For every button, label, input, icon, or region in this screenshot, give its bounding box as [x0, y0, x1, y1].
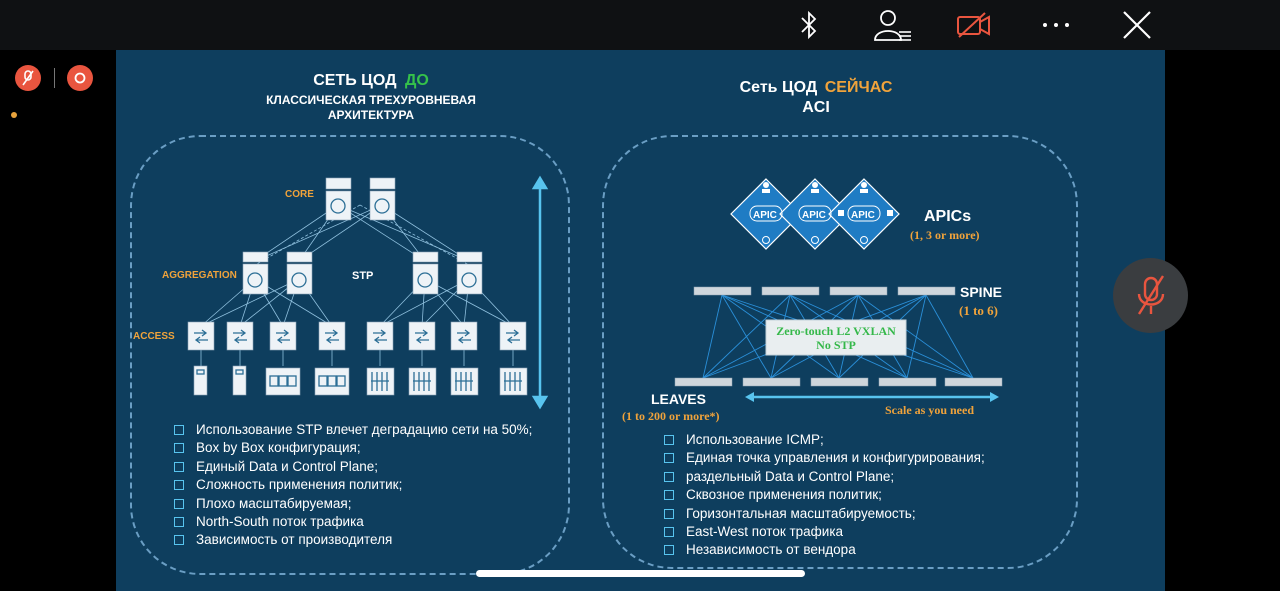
list-item: Сложность применения политик;	[174, 476, 532, 494]
mic-off-button[interactable]	[1113, 258, 1188, 333]
list-item: Единая точка управления и конфигурирован…	[664, 449, 985, 467]
left-subtitle-2: АРХИТЕКТУРА	[327, 108, 415, 122]
core-label: CORE	[285, 189, 314, 200]
left-title-accent: ДО	[404, 72, 429, 89]
left-bullet-list: Использование STP влечет деградацию сети…	[174, 421, 532, 550]
left-panel-border	[130, 135, 570, 575]
apics-sub: (1, 3 or more)	[910, 228, 980, 242]
close-icon[interactable]	[1120, 8, 1154, 42]
control-divider	[54, 68, 55, 88]
list-item: Зависимость от производителя	[174, 531, 532, 549]
apic-node-label-3: APIC	[851, 210, 875, 221]
right-title: Сеть ЦОД СЕЙЧАС	[716, 79, 916, 97]
call-toolbar	[0, 0, 1280, 50]
list-item: Плохо масштабируемая;	[174, 495, 532, 513]
left-subtitle-1: КЛАССИЧЕСКАЯ ТРЕХУРОВНЕВАЯ	[266, 93, 476, 107]
list-item: Box by Box конфигурация;	[174, 439, 532, 457]
shared-slide: СЕТЬ ЦОД ДО КЛАССИЧЕСКАЯ ТРЕХУРОВНЕВАЯ А…	[116, 50, 1165, 591]
participants-icon[interactable]	[870, 8, 914, 42]
list-item: Использование ICMP;	[664, 431, 985, 449]
mic-off-icon	[1137, 274, 1164, 315]
access-label: ACCESS	[133, 331, 175, 342]
stp-label: STP	[352, 270, 374, 282]
right-title-main: Сеть ЦОД	[739, 79, 818, 96]
scale-label: Scale as you need	[885, 403, 975, 417]
scale-arrow	[745, 392, 999, 402]
list-item: Независимость от вендора	[664, 541, 985, 559]
aci-fabric-diagram	[674, 178, 1003, 387]
spine-sub: (1 to 6)	[959, 303, 998, 318]
apic-node-label-2: APIC	[802, 210, 826, 221]
list-item: Использование STP влечет деградацию сети…	[174, 421, 532, 439]
right-title-accent: СЕЙЧАС	[824, 79, 893, 96]
classic-topology-diagram	[187, 175, 549, 410]
video-off-icon[interactable]	[954, 8, 994, 42]
aggregation-label: AGGREGATION	[162, 270, 237, 281]
list-item: East-West поток трафика	[664, 523, 985, 541]
right-panel-border	[602, 135, 1078, 569]
fabric-info-line2: No STP	[816, 338, 856, 352]
list-item: North-South поток трафика	[174, 513, 532, 531]
list-item: Единый Data и Control Plane;	[174, 458, 532, 476]
leaves-sub: (1 to 200 or more*)	[622, 409, 720, 423]
fabric-info-box: Zero-touch L2 VXLAN No STP	[766, 324, 906, 352]
right-subtitle: ACI	[802, 99, 830, 116]
apics-label: APICs	[924, 208, 972, 225]
status-dot	[11, 112, 17, 118]
right-bullet-list: Использование ICMP; Единая точка управле…	[664, 431, 985, 560]
mic-off-small-icon[interactable]	[15, 65, 41, 91]
more-icon[interactable]	[1040, 8, 1072, 42]
spine-label: SPINE	[960, 284, 1003, 300]
apic-node-label-1: APIC	[753, 210, 777, 221]
record-icon[interactable]	[67, 65, 93, 91]
list-item: Горизонтальная масштабируемость;	[664, 505, 985, 523]
fabric-info-line1: Zero-touch L2 VXLAN	[776, 324, 896, 338]
left-title: СЕТЬ ЦОД ДО	[236, 72, 506, 90]
list-item: раздельный Data и Control Plane;	[664, 468, 985, 486]
leaves-label: LEAVES	[651, 391, 706, 407]
list-item: Сквозное применения политик;	[664, 486, 985, 504]
left-title-main: СЕТЬ ЦОД	[313, 72, 397, 89]
bluetooth-icon[interactable]	[794, 8, 824, 42]
home-indicator[interactable]	[476, 570, 805, 577]
